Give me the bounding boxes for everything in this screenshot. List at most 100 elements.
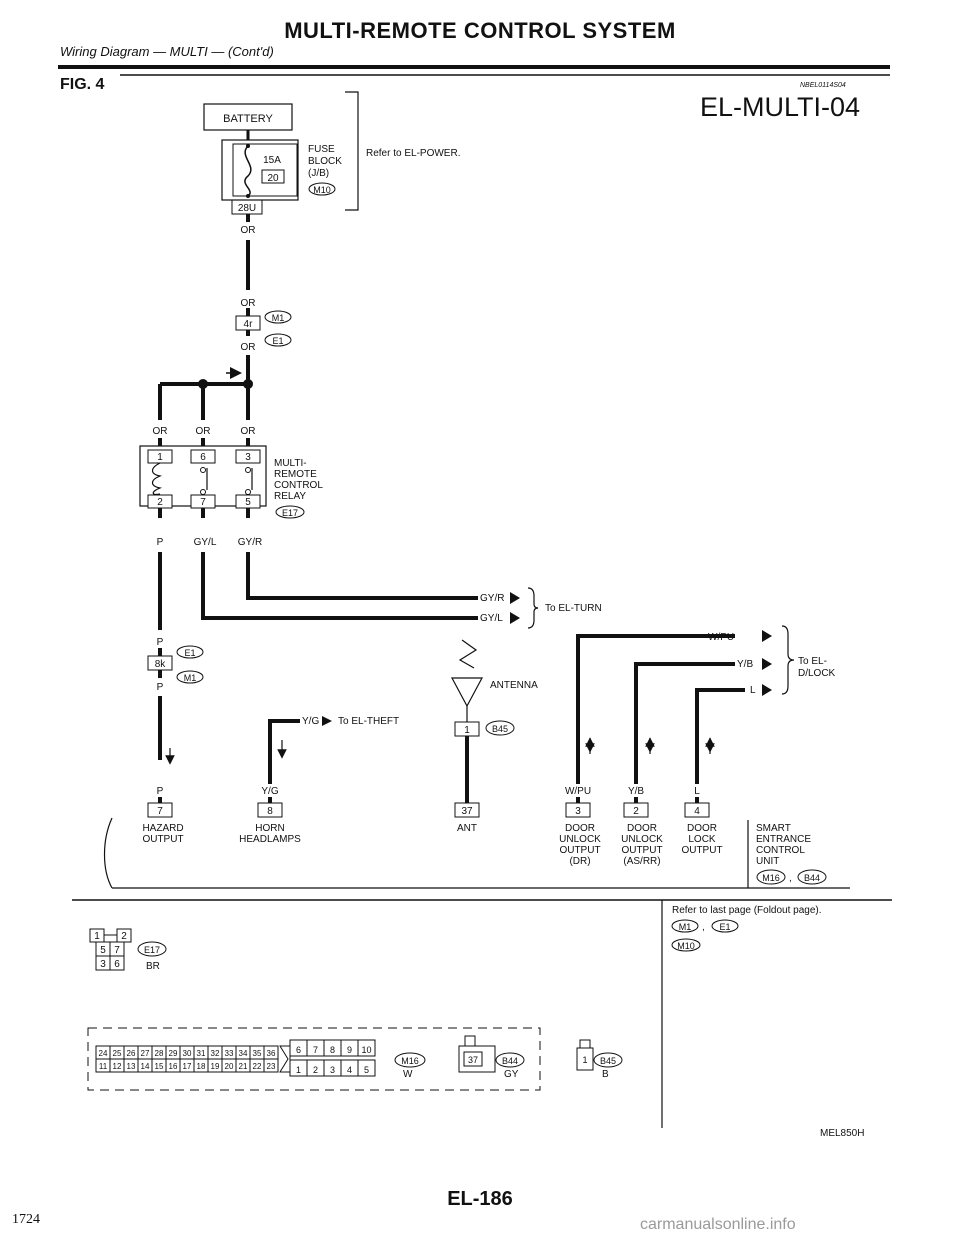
pin-number: 26 bbox=[127, 1049, 136, 1058]
antenna-signal-icon bbox=[458, 639, 478, 669]
pin-number: 28 bbox=[155, 1049, 164, 1058]
wire-color-yb: Y/B bbox=[737, 659, 753, 670]
connector-b45: B45 bbox=[492, 724, 508, 734]
pin-number: 9 bbox=[347, 1045, 352, 1055]
pin-number: 6 bbox=[114, 959, 120, 970]
connector-m1: M1 bbox=[184, 673, 197, 683]
pin-number: 35 bbox=[253, 1049, 262, 1058]
fuse-amps: 15A bbox=[263, 155, 281, 166]
pin-number: 2 bbox=[313, 1065, 318, 1075]
relay-terminal: 7 bbox=[200, 497, 206, 508]
connector-id: B45 bbox=[600, 1056, 616, 1066]
wire-yg bbox=[268, 719, 300, 784]
connector-m1: M1 bbox=[679, 922, 692, 932]
pin-number: 25 bbox=[113, 1049, 122, 1058]
wire-color-l: L bbox=[750, 685, 756, 696]
pin-number: 34 bbox=[239, 1049, 248, 1058]
hazard-joint-terminal: 8k bbox=[155, 659, 167, 670]
pin-number: 7 bbox=[313, 1045, 318, 1055]
wire-color-yg: Y/G bbox=[261, 786, 278, 797]
pin-number: 8 bbox=[330, 1045, 335, 1055]
pin-number: 11 bbox=[99, 1062, 108, 1071]
wire-color-yb: Y/B bbox=[628, 786, 644, 797]
pin-number: 21 bbox=[239, 1062, 248, 1071]
connector-panel bbox=[87, 1027, 541, 1091]
connector-key bbox=[279, 1045, 291, 1073]
wire-color-wpu: W/PU bbox=[708, 632, 734, 643]
refer-bracket bbox=[345, 91, 359, 211]
refer-power: Refer to EL-POWER. bbox=[366, 148, 460, 159]
figure-code: MEL850H bbox=[820, 1128, 865, 1139]
pin-cell bbox=[263, 1058, 279, 1073]
wire-color-p: P bbox=[157, 682, 164, 693]
pin-number: 29 bbox=[169, 1049, 178, 1058]
pin-number: 31 bbox=[197, 1049, 206, 1058]
terminal-label: (AS/RR) bbox=[623, 856, 660, 867]
wire-color-or: OR bbox=[241, 298, 256, 309]
terminal-label: OUTPUT bbox=[142, 834, 183, 845]
connector-m1: M1 bbox=[272, 313, 285, 323]
pin-number: 33 bbox=[225, 1049, 234, 1058]
wire-color-or: OR bbox=[241, 225, 256, 236]
terminal-label: ANT bbox=[457, 823, 477, 834]
ref-to-dlock: D/LOCK bbox=[798, 668, 836, 679]
smart-unit-name: UNIT bbox=[756, 856, 779, 867]
fuse-block-label: FUSE bbox=[308, 144, 335, 155]
pin-number: 14 bbox=[141, 1062, 150, 1071]
connector-id: M16 bbox=[401, 1056, 419, 1066]
terminal-label: HEADLAMPS bbox=[239, 834, 301, 845]
pin-number: 18 bbox=[197, 1062, 206, 1071]
pin-number: 17 bbox=[183, 1062, 192, 1071]
smart-unit-name: ENTRANCE bbox=[756, 834, 811, 845]
pin-number: 20 bbox=[225, 1062, 234, 1071]
pin-number: 3 bbox=[330, 1065, 335, 1075]
wire-gyl bbox=[201, 552, 478, 620]
unit-terminal: 4 bbox=[694, 806, 700, 817]
relay-terminal: 1 bbox=[157, 452, 163, 463]
terminal-label: OUTPUT bbox=[559, 845, 600, 856]
separator: , bbox=[789, 873, 792, 884]
relay-name: MULTI- bbox=[274, 458, 307, 469]
unit-terminal: 3 bbox=[575, 806, 581, 817]
connector-e17: E17 bbox=[282, 508, 298, 518]
pin-number: 6 bbox=[296, 1045, 301, 1055]
terminal-label: (DR) bbox=[569, 856, 590, 867]
relay-coil bbox=[151, 462, 163, 496]
pin-cell bbox=[357, 1059, 376, 1077]
pin-number: 13 bbox=[127, 1062, 136, 1071]
connector-id: B44 bbox=[502, 1056, 518, 1066]
terminal-label: DOOR bbox=[687, 823, 717, 834]
connector-b44: B44 bbox=[804, 873, 820, 883]
wire-color-gyr: GY/R bbox=[238, 537, 262, 548]
page-title: MULTI-REMOTE CONTROL SYSTEM bbox=[284, 18, 676, 43]
pin-number: 1 bbox=[94, 931, 100, 942]
page-subtitle: Wiring Diagram — MULTI — (Cont'd) bbox=[60, 44, 274, 59]
terminal-label: UNLOCK bbox=[621, 834, 663, 845]
relay-name: CONTROL bbox=[274, 480, 323, 491]
unit-terminal-row: 7 8 37 3 2 4 bbox=[147, 802, 710, 818]
wire-color-gyl: GY/L bbox=[194, 537, 217, 548]
pin-number: 27 bbox=[141, 1049, 150, 1058]
pin-number: 22 bbox=[253, 1062, 262, 1071]
pin-number: 32 bbox=[211, 1049, 220, 1058]
terminal-label: LOCK bbox=[688, 834, 716, 845]
relay-name: RELAY bbox=[274, 491, 306, 502]
pin-number: 5 bbox=[100, 945, 106, 956]
connector-color: W bbox=[403, 1069, 413, 1080]
terminal-label: DOOR bbox=[565, 823, 595, 834]
wire-gyr bbox=[246, 552, 478, 600]
ref-to-dlock: To EL- bbox=[798, 656, 827, 667]
connector-id: E17 bbox=[144, 945, 160, 955]
pin-number: 16 bbox=[169, 1062, 178, 1071]
wire-color-p: P bbox=[157, 637, 164, 648]
connector-e1: E1 bbox=[272, 336, 283, 346]
relay-terminal: 3 bbox=[245, 452, 251, 463]
wire-color-or: OR bbox=[241, 342, 256, 353]
relay-name: REMOTE bbox=[274, 469, 317, 480]
connector-face-b45: 1 B45 B bbox=[576, 1039, 623, 1080]
antenna-icon bbox=[450, 677, 484, 708]
terminal-label: DOOR bbox=[627, 823, 657, 834]
page-number: EL-186 bbox=[447, 1188, 513, 1210]
connector-m10: M10 bbox=[677, 941, 695, 951]
